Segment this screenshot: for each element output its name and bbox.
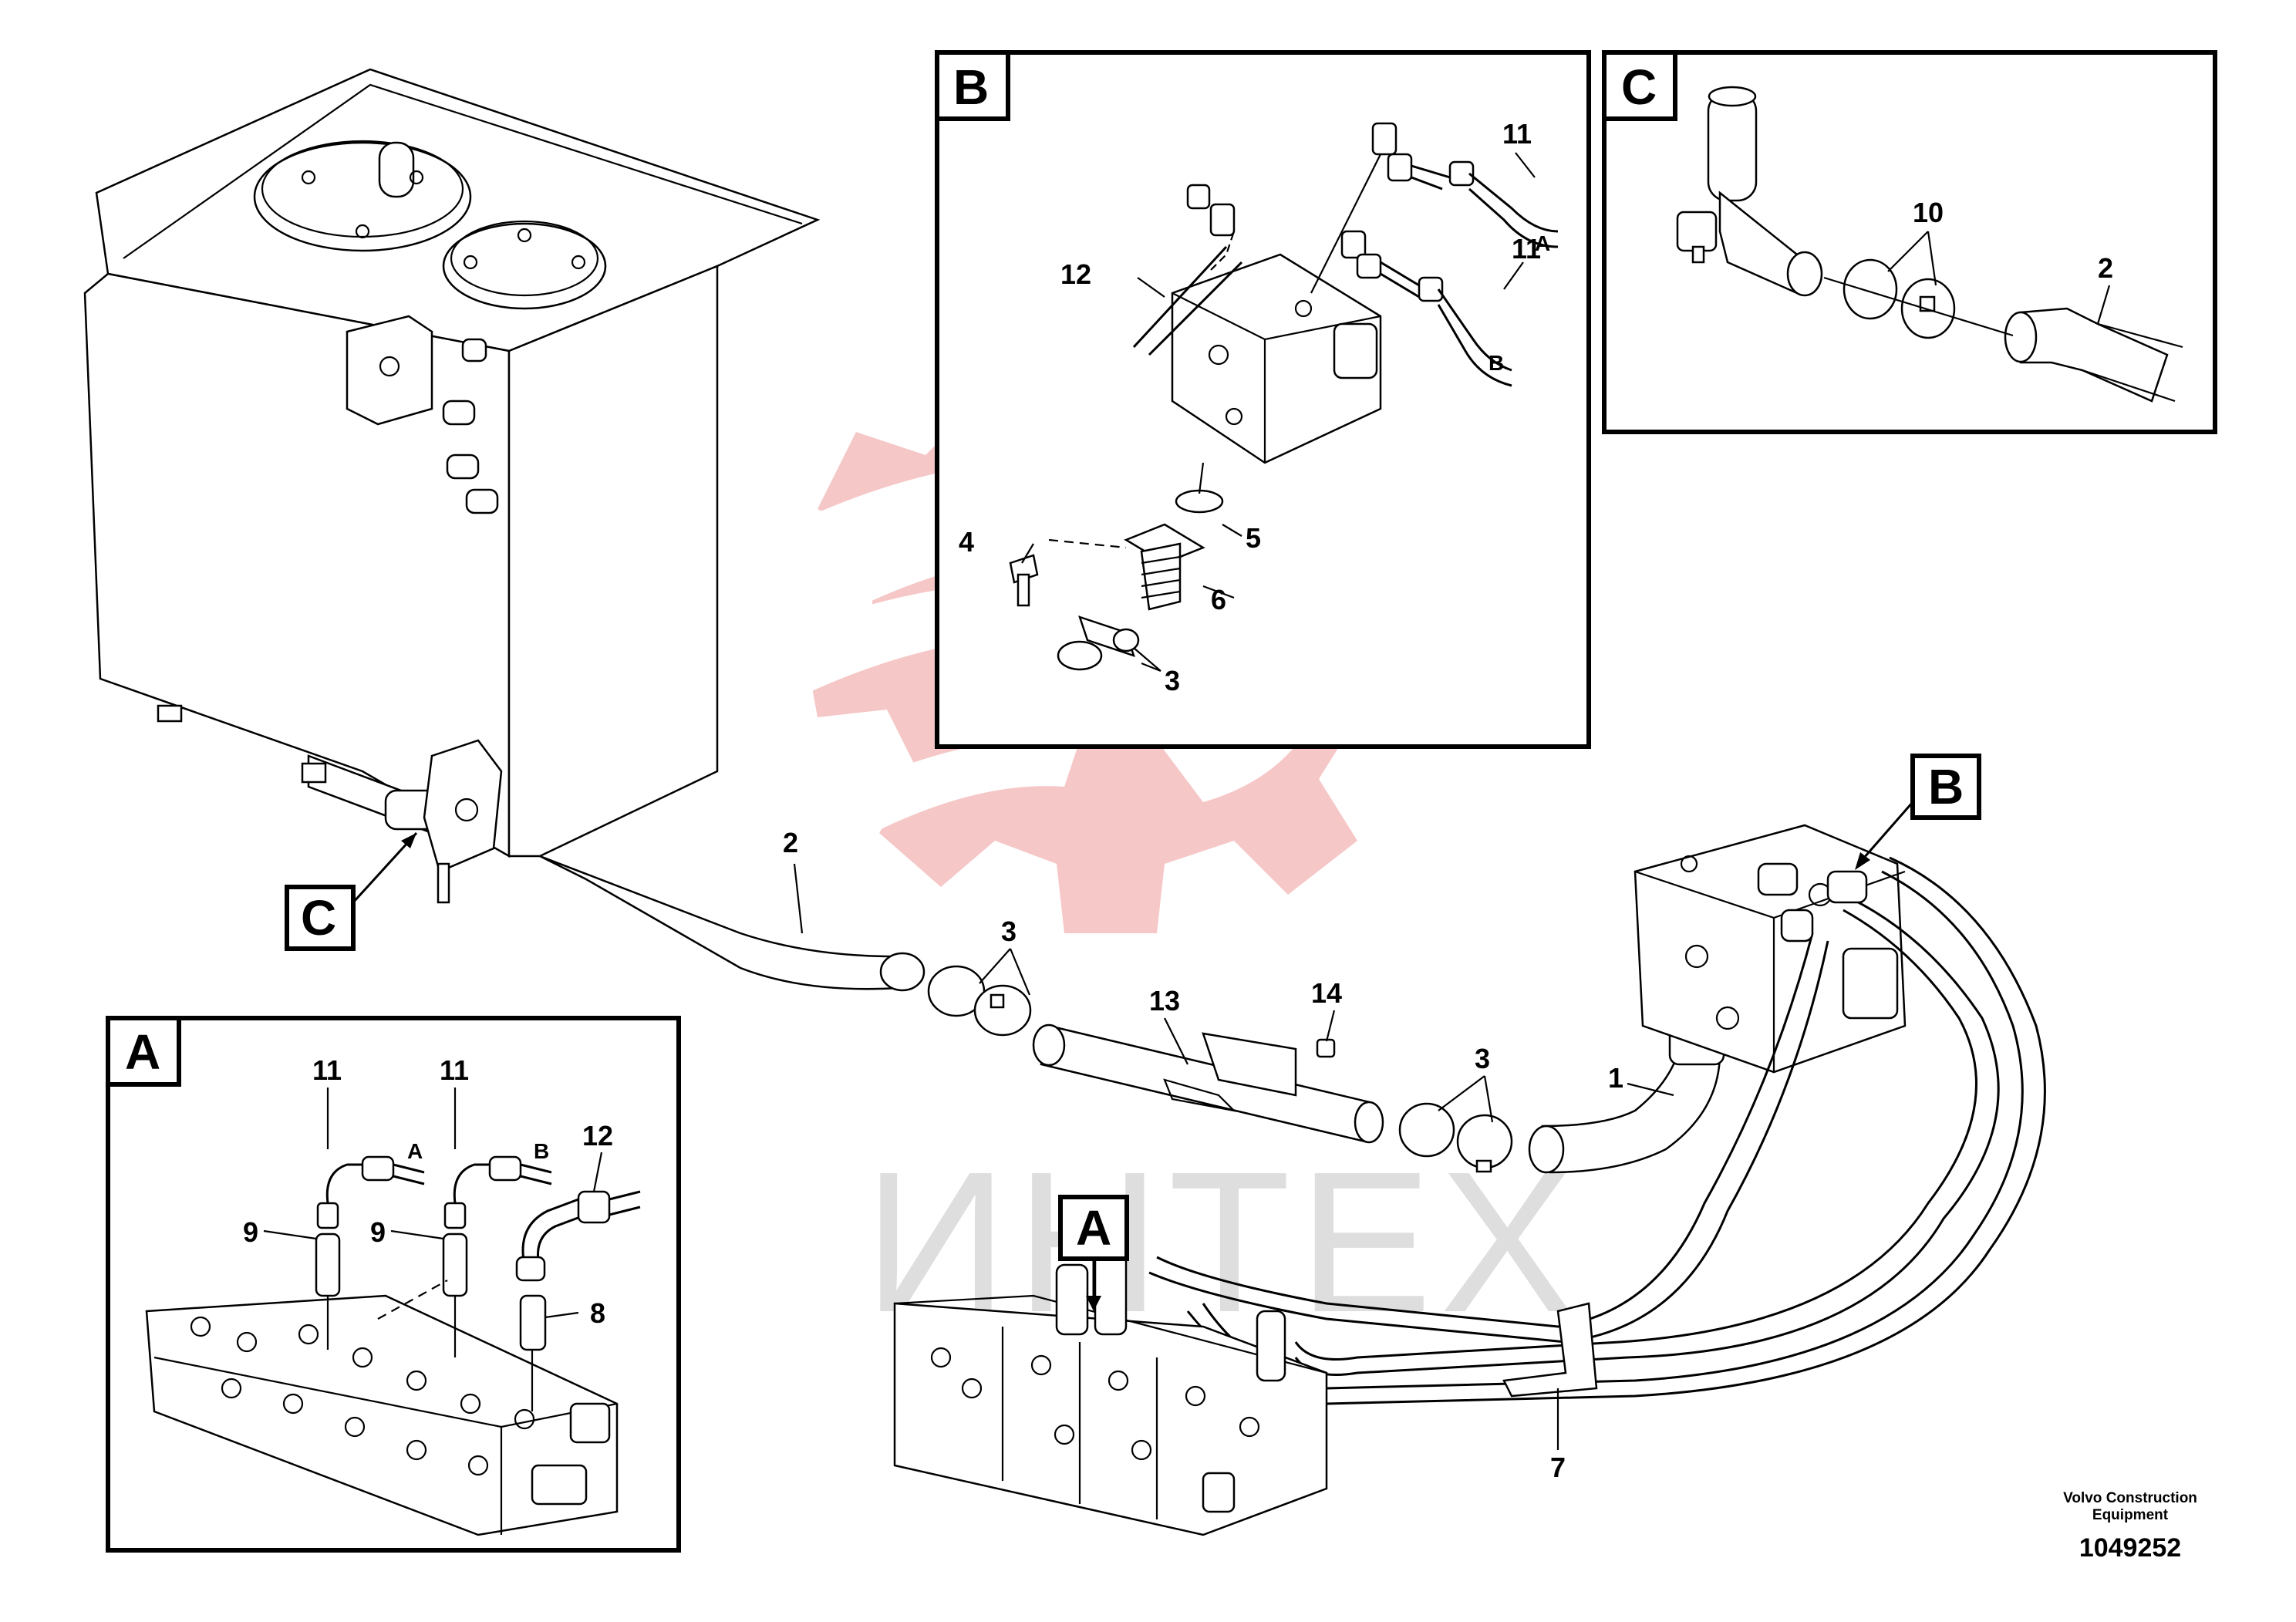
callout-7: 7 bbox=[1550, 1452, 1566, 1483]
hydraulic-tank bbox=[83, 68, 821, 904]
detail-view-c: C bbox=[1602, 50, 2217, 434]
hose-bracket-7 bbox=[1502, 1302, 1598, 1398]
control-valve-main bbox=[893, 1248, 1328, 1536]
detail-c-label: C bbox=[1621, 59, 1657, 115]
port-letter-b-a: B bbox=[534, 1139, 549, 1163]
publisher-line-2: Equipment bbox=[2092, 1507, 2169, 1523]
callout-9-a-left: 9 bbox=[243, 1216, 258, 1248]
view-marker-b: B bbox=[1855, 754, 1981, 870]
drawing-number: 1049252 bbox=[2079, 1533, 2181, 1563]
port-letter-a-a: A bbox=[407, 1139, 423, 1163]
callout-3-b: 3 bbox=[1165, 665, 1180, 696]
view-marker-c: C bbox=[285, 831, 418, 951]
marker-b-label: B bbox=[1928, 759, 1964, 814]
callout-11-b-upper: 11 bbox=[1502, 118, 1532, 150]
callout-1: 1 bbox=[1608, 1062, 1623, 1094]
suction-hose-2 bbox=[539, 855, 925, 992]
callout-10: 10 bbox=[1913, 197, 1944, 228]
callout-4: 4 bbox=[959, 526, 974, 558]
marker-a-label: A bbox=[1076, 1200, 1111, 1256]
callout-11-a-left: 11 bbox=[312, 1054, 342, 1086]
hose-1 bbox=[1528, 1024, 1725, 1174]
hose-clamps-3a bbox=[927, 965, 1032, 1037]
callouts-detail-c: 10 2 bbox=[1913, 197, 2113, 284]
callout-9-a-right: 9 bbox=[370, 1216, 386, 1248]
publisher-line-1: Volvo Construction bbox=[2063, 1490, 2197, 1506]
port-letter-b-b: B bbox=[1489, 351, 1504, 375]
callout-12-b: 12 bbox=[1060, 258, 1091, 290]
callout-2-c: 2 bbox=[2098, 252, 2113, 284]
bolt-14 bbox=[1316, 1038, 1336, 1058]
callout-14: 14 bbox=[1311, 977, 1342, 1009]
footer: Volvo Construction Equipment 1049252 bbox=[2063, 1490, 2197, 1563]
port-letter-a-b: A bbox=[1535, 231, 1550, 255]
callouts-detail-b: 11 A 11 B 12 5 4 6 3 bbox=[959, 118, 1550, 696]
callout-3-main-left: 3 bbox=[1001, 916, 1017, 947]
detail-view-b: B bbox=[935, 50, 1591, 749]
leader-lines bbox=[263, 152, 2111, 1450]
callouts-detail-a: 11 11 A B 12 9 9 8 bbox=[243, 1054, 613, 1329]
tube-13 bbox=[1032, 1023, 1384, 1144]
callouts-main: 2 3 13 14 3 1 7 bbox=[783, 827, 1623, 1483]
callout-11-a-right: 11 bbox=[440, 1054, 469, 1086]
callout-8: 8 bbox=[590, 1297, 605, 1329]
callout-13: 13 bbox=[1149, 985, 1180, 1017]
view-marker-a: A bbox=[1058, 1195, 1129, 1311]
marker-c-label: C bbox=[301, 890, 336, 946]
callout-2-main: 2 bbox=[783, 827, 798, 858]
callout-11-b-lower: 11 bbox=[1512, 233, 1541, 265]
hose-clamps-3b bbox=[1398, 1102, 1513, 1173]
callout-6: 6 bbox=[1211, 584, 1226, 615]
detail-a-label: A bbox=[125, 1024, 160, 1080]
callout-5: 5 bbox=[1246, 522, 1261, 554]
detail-view-a: A bbox=[106, 1016, 681, 1553]
callout-12-a: 12 bbox=[582, 1120, 613, 1152]
callout-3-main-right: 3 bbox=[1475, 1043, 1490, 1074]
detail-b-label: B bbox=[953, 59, 989, 115]
